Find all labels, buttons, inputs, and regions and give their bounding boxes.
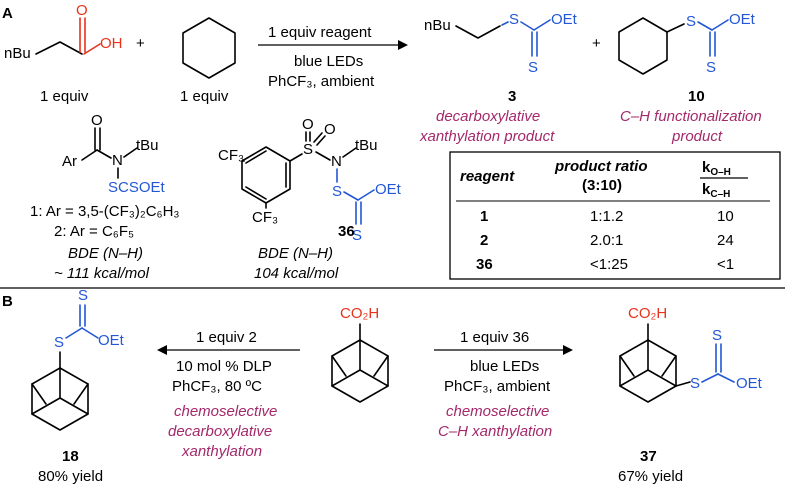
s-atom-37a: S <box>690 375 700 392</box>
row2-reagent: 2 <box>480 232 488 249</box>
bde-amide-label: BDE (N–H) <box>68 245 143 262</box>
cf3-top: CF₃ <box>218 147 244 164</box>
s-atom-10a: S <box>686 13 696 30</box>
amide-o: O <box>91 112 103 129</box>
panel-b-label: B <box>2 293 13 310</box>
sulfonyl-o2: O <box>324 121 336 138</box>
s-atom-36a: S <box>332 183 342 200</box>
reagent-1-def: 1: Ar = 3,5-(CF₃)₂C₆H₃ <box>30 203 180 220</box>
product-10: S S OEt <box>618 11 756 76</box>
s-atom-37b: S <box>712 327 722 344</box>
cond-a-1: 1 equiv reagent <box>268 24 372 41</box>
reagent-2-def: 2: Ar = C₆F₅ <box>54 223 134 240</box>
amide-tbu: tBu <box>136 137 159 154</box>
row3-ratio: <1:25 <box>590 256 628 273</box>
row3-reagent: 36 <box>476 256 493 273</box>
cond-b-left-2: 10 mol % DLP <box>176 358 272 375</box>
adamantane-acid: CO₂H <box>331 305 389 403</box>
s-atom-36b: S <box>352 227 362 244</box>
product-18-structure: S OEt S <box>31 287 125 431</box>
product-10-desc-1: C–H functionalization <box>620 108 762 125</box>
product-37-yield: 67% yield <box>618 468 683 485</box>
plus-2: + <box>592 35 601 52</box>
cond-a-3: PhCF₃, ambient <box>268 73 375 90</box>
ar-label: Ar <box>62 153 77 170</box>
cf3-bottom: CF₃ <box>252 209 278 226</box>
th-k-bottom: kC–H <box>702 181 730 200</box>
row3-k: <1 <box>717 256 734 273</box>
product-3-desc-1: decarboxylative <box>436 108 540 125</box>
reagent-sulfonamide-36: CF₃ CF₃ S O O N tBu S S OEt <box>218 116 402 244</box>
plus-1: + <box>136 35 145 52</box>
cond-b-right-2: blue LEDs <box>470 358 539 375</box>
reagent-amide: Ar O N tBu SCSOEt <box>62 112 166 196</box>
oet-18: OEt <box>98 332 125 349</box>
left-desc-3: xanthylation <box>181 443 262 460</box>
cond-a-2: blue LEDs <box>294 53 363 70</box>
row2-ratio: 2.0:1 <box>590 232 623 249</box>
oet-10: OEt <box>729 11 756 28</box>
product-3-number: 3 <box>508 88 516 105</box>
s-atom-18a: S <box>78 287 88 304</box>
nbu-label: nBu <box>4 45 31 62</box>
left-desc-2: decarboxylative <box>168 423 272 440</box>
product-3-desc-2: xanthylation product <box>419 128 555 145</box>
row2-k: 24 <box>717 232 734 249</box>
s-atom-18b: S <box>54 334 64 351</box>
product-10-desc-2: product <box>671 128 723 145</box>
bde-36-label: BDE (N–H) <box>258 245 333 262</box>
bde-36-value: 104 kcal/mol <box>254 265 339 282</box>
product-37-structure: CO₂H S S OEt <box>619 305 763 403</box>
bde-amide-value: ~ 111 kcal/mol <box>54 265 150 282</box>
sulfonamide-tbu: tBu <box>355 137 378 154</box>
cond-b-right-1: 1 equiv 36 <box>460 329 529 346</box>
th-ratio: product ratio <box>554 158 648 175</box>
reagent-36-number: 36 <box>338 223 355 240</box>
s-atom-3a: S <box>509 11 519 28</box>
oet-37: OEt <box>736 375 763 392</box>
product-37-number: 37 <box>640 448 657 465</box>
co2h-37: CO₂H <box>628 305 667 322</box>
product-18-yield: 80% yield <box>38 468 103 485</box>
oet-36: OEt <box>375 181 402 198</box>
nbu-label-2: nBu <box>424 17 451 34</box>
left-desc-1: chemoselective <box>174 403 277 420</box>
hydroxyl-oh: OH <box>100 35 123 52</box>
th-reagent: reagent <box>460 168 515 185</box>
ratio-table: reagent product ratio (3:10) kO–H kC–H 1… <box>449 151 781 280</box>
amide-n: N <box>112 152 123 169</box>
sulfonamide-n: N <box>331 153 342 170</box>
row1-ratio: 1:1.2 <box>590 208 623 225</box>
reactant2-equiv: 1 equiv <box>180 88 229 105</box>
product-10-number: 10 <box>688 88 705 105</box>
cond-b-left-1: 1 equiv 2 <box>196 329 257 346</box>
sulfonyl-s: S <box>303 141 313 158</box>
right-desc-1: chemoselective <box>446 403 549 420</box>
product-3: nBu S S OEt <box>424 11 578 76</box>
carbonyl-o: O <box>76 2 88 19</box>
hexanoic-acid: nBu O OH <box>4 2 123 62</box>
reactant1-equiv: 1 equiv <box>40 88 89 105</box>
s-atom-10b: S <box>706 59 716 76</box>
cond-b-left-3: PhCF₃, 80 ºC <box>172 378 262 395</box>
cond-b-right-3: PhCF₃, ambient <box>444 378 551 395</box>
cyclohexane <box>182 17 236 79</box>
right-desc-2: C–H xanthylation <box>438 423 552 440</box>
oet-3: OEt <box>551 11 578 28</box>
row1-reagent: 1 <box>480 208 488 225</box>
panel-a-label: A <box>2 5 13 22</box>
th-k-top: kO–H <box>702 159 731 178</box>
amide-scsoet: SCSOEt <box>108 179 166 196</box>
row1-k: 10 <box>717 208 734 225</box>
product-18-number: 18 <box>62 448 79 465</box>
co2h-center: CO₂H <box>340 305 379 322</box>
sulfonyl-o1: O <box>302 116 314 133</box>
th-ratio-sub: (3:10) <box>582 177 622 194</box>
s-atom-3b: S <box>528 59 538 76</box>
